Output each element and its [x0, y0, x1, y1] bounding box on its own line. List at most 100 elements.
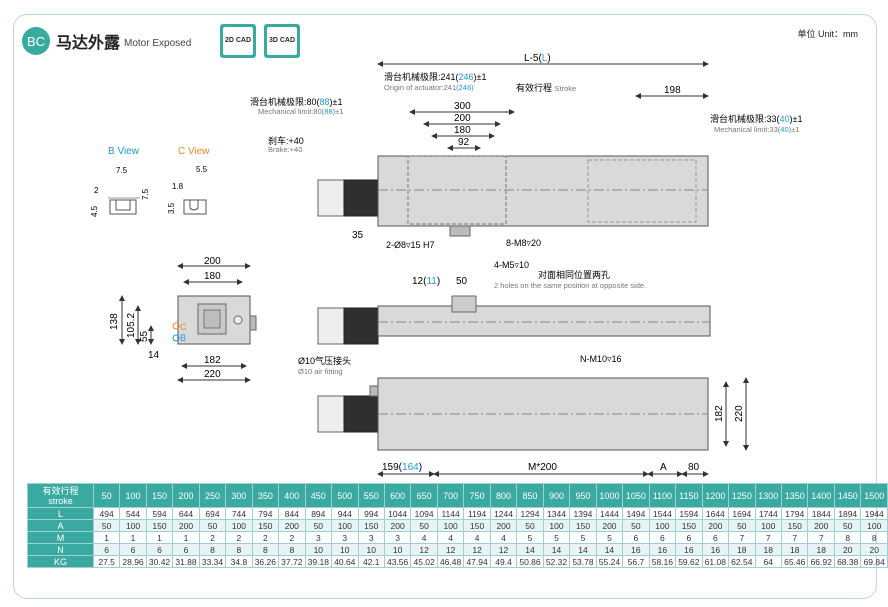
table-cell: 200: [278, 519, 306, 532]
table-cell: 2: [251, 531, 280, 544]
limit-241-en: Origin of actuator:241(246): [384, 83, 474, 92]
stroke-cell: 100: [119, 483, 147, 508]
end-dim-200: 200: [204, 256, 221, 267]
end-dim-105-2: 105.2: [126, 313, 137, 338]
dim-12: 12(11): [412, 276, 440, 287]
table-cell: 100: [331, 519, 359, 532]
table-cell: 644: [172, 507, 200, 520]
end-dim-182: 182: [204, 355, 221, 366]
table-cell: 3: [383, 531, 412, 544]
table-cell: 42.1: [357, 555, 385, 568]
disk-icon: [223, 27, 253, 55]
cad-2d-label: 2D CAD: [224, 37, 252, 44]
limit-33-en: Mechanical limit:33(40)±1: [714, 125, 799, 134]
brake-cn: 刹车:+40: [268, 135, 304, 146]
table-cell: 53.78: [569, 555, 597, 568]
table-cell: 43.56: [383, 555, 412, 568]
table-cell: 16: [622, 543, 650, 556]
table-cell: 50: [833, 519, 862, 532]
table-cell: 14: [516, 543, 544, 556]
table-cell: 1244: [489, 507, 518, 520]
stroke-cell: 450: [304, 483, 333, 508]
table-cell: 494: [92, 507, 121, 520]
table-cell: 1: [92, 531, 121, 544]
cad-3d-button[interactable]: 3D CAD: [264, 24, 300, 58]
table-cell: 14: [595, 543, 624, 556]
table-cell: 150: [145, 519, 174, 532]
table-cell: 744: [225, 507, 253, 520]
b-dim-4-5: 4.5: [90, 205, 99, 217]
stroke-header-cn: 有效行程: [42, 485, 79, 496]
row-label: N: [27, 543, 94, 556]
same-pos-cn: 对面相同位置两孔: [538, 269, 610, 280]
table-cell: 1394: [569, 507, 597, 520]
table-cell: 3: [331, 531, 359, 544]
b-view-title: B View: [108, 146, 140, 157]
table-cell: 7: [754, 531, 783, 544]
stroke-cell: 550: [357, 483, 385, 508]
table-cell: 50: [622, 519, 650, 532]
b-view-drawing: [108, 197, 140, 215]
table-cell: 39.18: [304, 555, 333, 568]
stroke-cell: 1500: [860, 483, 888, 508]
end-dim-55: 55: [139, 330, 150, 342]
table-cell: 894: [304, 507, 333, 520]
bottom-view-drawing: [317, 377, 709, 451]
stroke-cell: 1050: [622, 483, 650, 508]
table-cell: 10: [383, 543, 412, 556]
table-cell: 6: [675, 531, 703, 544]
table-cell: 46.48: [436, 555, 465, 568]
section-badge: BC: [22, 27, 50, 55]
table-cell: 10: [331, 543, 359, 556]
section-title-en: Motor Exposed: [124, 37, 192, 49]
table-cell: 200: [172, 519, 200, 532]
dim-l5: L-5(L): [524, 53, 551, 64]
table-cell: 7: [780, 531, 809, 544]
table-cell: 47.94: [463, 555, 491, 568]
table-cell: 40.64: [331, 555, 359, 568]
stroke-cell: 650: [410, 483, 438, 508]
table-cell: 52.32: [542, 555, 571, 568]
table-cell: 30.42: [145, 555, 174, 568]
table-cell: 10: [357, 543, 385, 556]
table-cell: 2: [225, 531, 253, 544]
dim-92: 92: [458, 137, 470, 148]
stroke-cell: 1150: [675, 483, 703, 508]
table-cell: 1844: [807, 507, 835, 520]
stroke-cell: 700: [436, 483, 465, 508]
table-cell: 50: [410, 519, 438, 532]
bottom-dim-159: 159(164): [382, 462, 422, 473]
air-fitting-en: Ø10 air fitting: [298, 367, 343, 376]
brake-en: Brake:+40: [268, 145, 302, 154]
table-cell: 200: [701, 519, 730, 532]
bottom-dim-80: 80: [688, 462, 700, 473]
bottom-dim-m200: M*200: [528, 462, 557, 473]
table-cell: 2: [278, 531, 306, 544]
table-cell: 12: [410, 543, 438, 556]
holes-note: 2-Ø8▿15 H7: [386, 240, 435, 250]
table-cell: 6: [648, 531, 677, 544]
end-dim-180: 180: [204, 271, 221, 282]
table-cell: 8: [833, 531, 862, 544]
table-cell: 18: [780, 543, 809, 556]
cad-2d-button[interactable]: 2D CAD: [220, 24, 256, 58]
stroke-label: 有效行程 Stroke: [516, 82, 576, 93]
table-cell: 18: [728, 543, 756, 556]
c-dim-1-8: 1.8: [172, 182, 184, 191]
end-label-b: B: [180, 333, 186, 343]
table-cell: 1144: [436, 507, 465, 520]
m5-note: 4-M5▿10: [494, 260, 529, 270]
c-dim-3-5: 3.5: [167, 202, 176, 214]
stroke-cell: 950: [569, 483, 597, 508]
table-cell: 100: [436, 519, 465, 532]
table-cell: 16: [701, 543, 730, 556]
table-cell: 16: [648, 543, 677, 556]
stroke-cell: 800: [489, 483, 518, 508]
end-view-drawing: [172, 295, 257, 345]
front-view-drawing: [317, 155, 709, 237]
limit-80-cn: 滑台机械极限:80(88)±1: [250, 96, 342, 107]
table-cell: 65.46: [780, 555, 809, 568]
dim-180: 180: [454, 125, 471, 136]
